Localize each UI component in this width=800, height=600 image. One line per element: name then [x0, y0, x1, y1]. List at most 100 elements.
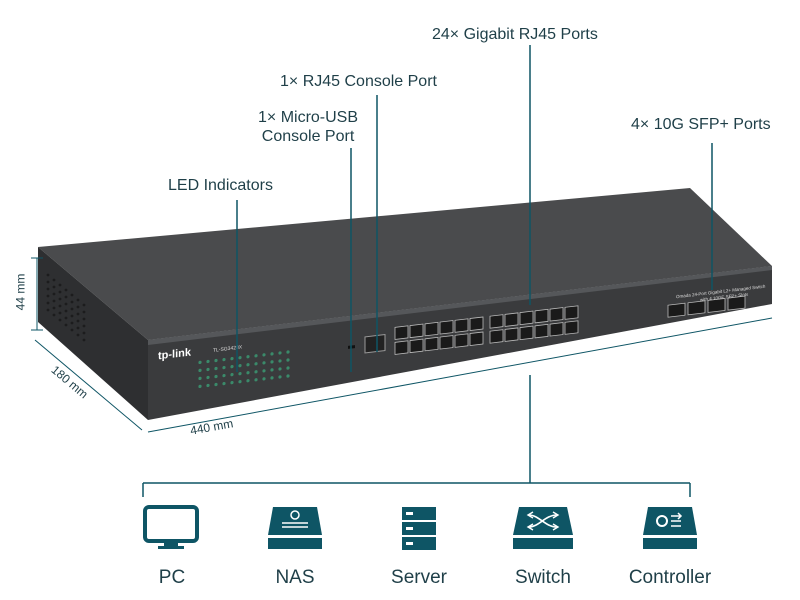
rj45-port — [549, 322, 564, 337]
led — [254, 362, 258, 366]
vent-hole — [70, 293, 74, 297]
rj45-port — [504, 327, 519, 342]
server-icon — [402, 507, 436, 550]
gigabit-ports — [394, 305, 579, 355]
vent-grille — [46, 273, 86, 342]
led — [270, 368, 274, 372]
led — [278, 375, 282, 379]
device-label-switch: Switch — [515, 567, 571, 588]
led — [262, 361, 266, 365]
device-server: Server — [364, 505, 474, 589]
vent-hole — [58, 297, 62, 301]
rj45-port — [534, 308, 549, 324]
rj45-port — [549, 307, 564, 322]
vent-hole — [76, 333, 80, 337]
led — [262, 377, 266, 381]
vent-hole — [64, 316, 68, 320]
led — [278, 351, 282, 355]
sfp-ports — [667, 295, 746, 318]
callout-gigabit-ports: 24× Gigabit RJ45 Ports — [432, 26, 598, 43]
led — [214, 382, 218, 387]
led — [230, 357, 234, 361]
led — [198, 360, 202, 365]
rj45-port — [564, 320, 579, 335]
switch-top — [38, 188, 772, 340]
device-label-server: Server — [391, 567, 447, 588]
vent-hole — [52, 292, 56, 296]
vent-hole — [46, 280, 50, 284]
vent-hole — [76, 312, 80, 316]
rj45-port — [454, 318, 469, 333]
front-panel: tp-link TL-SG3428X Omada 24-Port Gigabit… — [158, 284, 766, 389]
vent-hole — [64, 323, 68, 327]
vent-hole — [58, 283, 62, 287]
vent-hole — [52, 299, 56, 303]
led — [230, 365, 234, 369]
callout-rj45-console: 1× RJ45 Console Port — [280, 73, 437, 90]
callout-micro-usb-line1: 1× Micro-USB — [258, 109, 359, 126]
dimension-lines — [31, 257, 773, 433]
rj45-port — [469, 316, 484, 331]
vent-hole — [52, 278, 56, 282]
rj45-port — [454, 333, 469, 348]
rj45-port — [504, 312, 519, 327]
device-label-nas: NAS — [275, 567, 315, 588]
brand-logo: tp-link — [158, 346, 192, 362]
led-indicators — [198, 350, 290, 389]
led — [246, 355, 250, 359]
rj45-port — [489, 314, 504, 329]
led — [286, 366, 290, 370]
vent-hole — [82, 324, 86, 328]
led — [198, 368, 202, 373]
sfp-port — [667, 302, 686, 318]
led — [198, 376, 202, 381]
led — [214, 374, 218, 379]
vent-hole — [76, 326, 80, 330]
led — [278, 367, 282, 371]
led — [254, 354, 258, 358]
monitor-icon — [143, 505, 199, 549]
rj45-port — [469, 331, 484, 346]
rj45-port — [394, 325, 409, 340]
vent-hole — [58, 290, 62, 294]
rj45-port — [564, 305, 579, 320]
sfp-port — [687, 300, 706, 316]
rj45-port — [439, 335, 454, 350]
led — [286, 358, 290, 362]
vent-hole — [64, 295, 68, 299]
vent-hole — [82, 303, 86, 307]
switch-description-2: with 4 10GE SFP+ Slots — [700, 292, 749, 303]
led — [222, 381, 226, 386]
vent-hole — [46, 287, 50, 291]
led — [206, 367, 210, 372]
device-label-controller: Controller — [628, 567, 712, 588]
rj45-port — [409, 323, 424, 339]
sfp-port — [707, 298, 726, 313]
vent-hole — [82, 338, 86, 342]
rj45-port — [519, 325, 534, 341]
led — [230, 373, 234, 377]
sfp-port — [727, 295, 746, 311]
callout-sfp-ports: 4× 10G SFP+ Ports — [631, 116, 771, 133]
led — [254, 378, 258, 382]
led — [246, 379, 250, 383]
vent-hole — [52, 285, 56, 289]
vent-hole — [70, 328, 74, 332]
led — [262, 369, 266, 373]
led — [238, 380, 242, 384]
led — [238, 356, 242, 360]
vent-hole — [64, 302, 68, 306]
vent-hole — [70, 314, 74, 318]
led — [198, 384, 202, 389]
device-nas: NAS — [240, 505, 350, 589]
vent-hole — [46, 308, 50, 312]
vent-hole — [46, 273, 50, 277]
rj45-port — [439, 320, 454, 335]
led — [206, 359, 210, 364]
led — [222, 373, 226, 378]
vent-hole — [76, 298, 80, 302]
vent-hole — [52, 313, 56, 317]
callout-micro-usb: 1× Micro-USB Console Port — [258, 108, 358, 146]
